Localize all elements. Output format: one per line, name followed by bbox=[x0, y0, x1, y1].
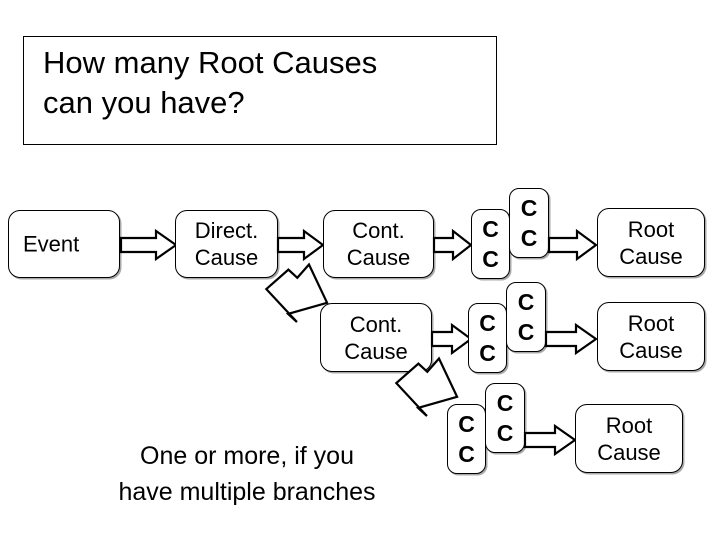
arrow-direct-to-cont1 bbox=[276, 228, 325, 262]
cbox-2a[interactable]: C C bbox=[468, 303, 507, 373]
node-root-cause-3[interactable]: Root Cause bbox=[575, 404, 683, 473]
arrow-cont1-to-c1 bbox=[432, 228, 473, 262]
node-root-cause-1[interactable]: Root Cause bbox=[597, 208, 705, 277]
node-event-label: Event bbox=[23, 231, 80, 257]
cbox-1b[interactable]: C C bbox=[509, 188, 549, 258]
cbox-3a[interactable]: C C bbox=[447, 404, 486, 474]
node-event[interactable]: Event bbox=[8, 210, 120, 278]
arrow-c2-to-root2 bbox=[544, 322, 598, 356]
arrow-cont2-to-c2 bbox=[430, 322, 473, 356]
node-cont-cause-1[interactable]: Cont. Cause bbox=[323, 210, 434, 278]
node-root-cause-3-label: Root Cause bbox=[597, 412, 661, 465]
cbox-2a-label: C C bbox=[479, 310, 496, 366]
caption-text: One or more, if you have multiple branch… bbox=[118, 442, 376, 506]
node-direct-cause[interactable]: Direct. Cause bbox=[175, 210, 278, 278]
arrow-cont2-to-c3 bbox=[394, 356, 459, 417]
cbox-1a-label: C C bbox=[482, 216, 499, 272]
cbox-2b-label: C C bbox=[517, 289, 535, 345]
arrow-c1-to-root1 bbox=[547, 228, 598, 262]
page-title: How many Root Causes can you have? bbox=[43, 45, 378, 120]
cbox-2b[interactable]: C C bbox=[506, 282, 546, 352]
cbox-3a-label: C C bbox=[458, 411, 475, 467]
arrow-c3-to-root3 bbox=[523, 423, 577, 457]
cbox-3b[interactable]: C C bbox=[485, 383, 525, 453]
node-cont-cause-2[interactable]: Cont. Cause bbox=[320, 303, 432, 372]
node-root-cause-2-label: Root Cause bbox=[619, 310, 683, 363]
cbox-1a[interactable]: C C bbox=[471, 209, 510, 279]
node-direct-cause-label: Direct. Cause bbox=[194, 218, 259, 270]
node-root-cause-1-label: Root Cause bbox=[619, 216, 683, 269]
arrow-event-to-direct bbox=[119, 228, 178, 262]
node-root-cause-2[interactable]: Root Cause bbox=[597, 302, 705, 371]
title-box: How many Root Causes can you have? bbox=[23, 36, 497, 145]
cbox-1b-label: C C bbox=[520, 195, 538, 251]
arrow-direct-to-cont2 bbox=[264, 262, 329, 323]
node-cont-cause-1-label: Cont. Cause bbox=[346, 218, 411, 270]
cbox-3b-label: C C bbox=[496, 390, 514, 446]
node-cont-cause-2-label: Cont. Cause bbox=[344, 311, 408, 364]
